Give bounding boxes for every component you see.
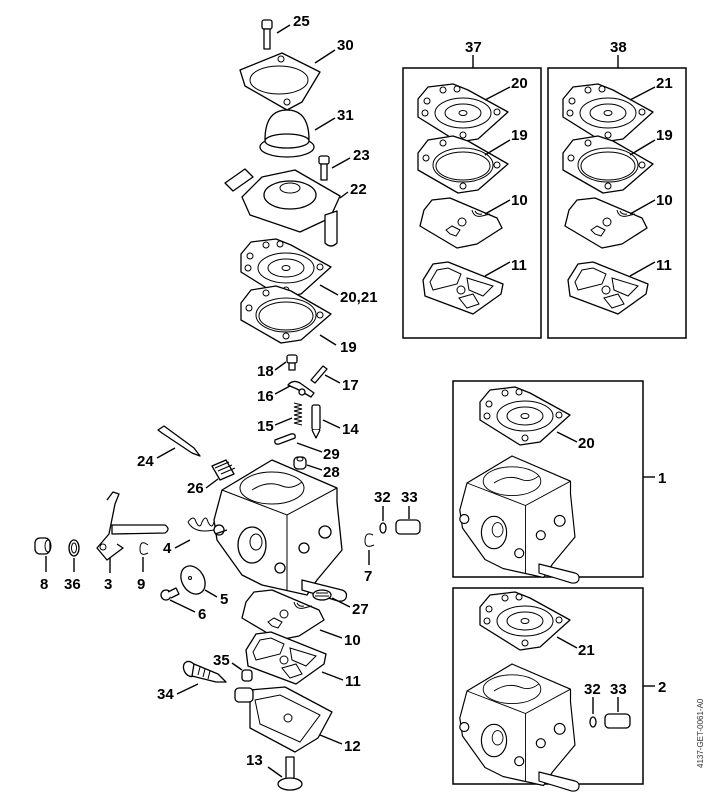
kit38-item-19[interactable]: 19 [656,127,673,144]
part-9-e-clip[interactable] [139,542,149,572]
kit37-item-20[interactable]: 20 [511,75,528,92]
label-18[interactable]: 18 [257,363,274,380]
label-4[interactable]: 4 [163,540,172,557]
part-12-end-cover[interactable] [234,686,343,753]
label-17[interactable]: 17 [342,377,359,394]
part-36-washer[interactable] [68,539,80,572]
part-32-o-ring[interactable] [379,506,387,534]
label-29[interactable]: 29 [323,446,340,463]
part-5-throttle-shutter[interactable] [176,562,218,599]
part-4-spring[interactable] [174,517,228,549]
label-9[interactable]: 9 [137,576,145,593]
label-25[interactable]: 25 [293,13,310,30]
assembly-1-label[interactable]: 1 [658,470,666,487]
part-25-screw[interactable] [261,19,291,50]
box2-item-33[interactable]: 33 [610,681,627,698]
assembly-1-box: 1 20 [452,380,666,584]
label-22[interactable]: 22 [350,181,367,198]
box1-item-20[interactable]: 20 [578,435,595,452]
part-8-bushing[interactable] [34,537,52,572]
kit37-item-19[interactable]: 19 [511,127,528,144]
label-27[interactable]: 27 [352,601,369,618]
kit38-item-21[interactable]: 21 [656,75,673,92]
part-16-metering-lever[interactable] [274,380,315,398]
part-26-spring[interactable] [205,459,236,489]
part-27-filter-screen[interactable] [312,589,351,608]
label-31[interactable]: 31 [337,107,354,124]
label-7[interactable]: 7 [364,568,372,585]
part-6-screw[interactable] [160,587,196,613]
assembly-2-label[interactable]: 2 [658,679,666,696]
label-3[interactable]: 3 [104,576,112,593]
kit37-item-10[interactable]: 10 [511,192,528,209]
kit38-item-11[interactable]: 11 [656,257,672,274]
label-20-21[interactable]: 20,21 [340,289,378,306]
part-15-spring[interactable] [274,402,303,426]
label-24[interactable]: 24 [137,453,154,470]
label-23[interactable]: 23 [353,147,370,164]
part-14-inlet-needle[interactable] [311,404,341,439]
gasket-kit-38-box: 38 21 19 10 11 [547,39,687,339]
box2-item-32[interactable]: 32 [584,681,601,698]
part-19-gasket[interactable] [240,285,337,346]
label-26[interactable]: 26 [187,480,204,497]
part-31-primer-bulb[interactable] [259,109,336,158]
part-22-pump-housing[interactable] [224,168,349,247]
kit-38-label[interactable]: 38 [610,39,627,56]
label-32[interactable]: 32 [374,489,391,506]
kit-37-label[interactable]: 37 [465,39,482,56]
part-34-adjusting-screw[interactable] [176,659,227,695]
label-12[interactable]: 12 [344,738,361,755]
kit37-item-11[interactable]: 11 [511,257,527,274]
part-33-plug-screw[interactable] [395,506,421,535]
label-8[interactable]: 8 [40,576,48,593]
part-3-throttle-lever[interactable] [96,491,169,573]
part-11-gasket[interactable] [245,631,344,685]
label-10[interactable]: 10 [344,632,361,649]
part-20-21-diaphragm[interactable] [240,238,339,298]
part-17-pin[interactable] [310,365,341,384]
part-13-screw[interactable] [267,756,303,791]
gasket-kit-37-box: 37 20 19 10 11 [402,39,542,339]
part-30-gasket[interactable] [239,49,336,111]
label-16[interactable]: 16 [257,388,274,405]
part-23-screw[interactable] [318,155,351,181]
label-28[interactable]: 28 [323,464,340,481]
box2-item-21[interactable]: 21 [578,642,595,659]
assembly-2-box: 2 21 32 33 [452,587,666,792]
label-19[interactable]: 19 [340,339,357,356]
label-36[interactable]: 36 [64,576,81,593]
part-35-bushing[interactable] [231,662,253,682]
part-10-pump-diaphragm[interactable] [241,589,343,641]
part-24-adjusting-screw[interactable] [156,425,201,459]
part-29-valve-disc[interactable] [274,433,323,453]
drawing-code: 4137-GET-0061-A0 [696,698,705,768]
label-15[interactable]: 15 [257,418,274,435]
part-7-e-clip[interactable] [364,533,375,565]
label-5[interactable]: 5 [220,591,228,608]
label-6[interactable]: 6 [198,606,206,623]
part-carburetor-body[interactable] [213,459,348,602]
label-35[interactable]: 35 [213,652,230,669]
label-30[interactable]: 30 [337,37,354,54]
label-11[interactable]: 11 [345,673,361,690]
label-14[interactable]: 14 [342,421,359,438]
kit38-item-10[interactable]: 10 [656,192,673,209]
part-18-screw[interactable] [274,354,298,371]
part-28-bushing[interactable] [293,456,323,471]
label-34[interactable]: 34 [157,686,174,703]
label-33[interactable]: 33 [401,489,418,506]
label-13[interactable]: 13 [246,752,263,769]
